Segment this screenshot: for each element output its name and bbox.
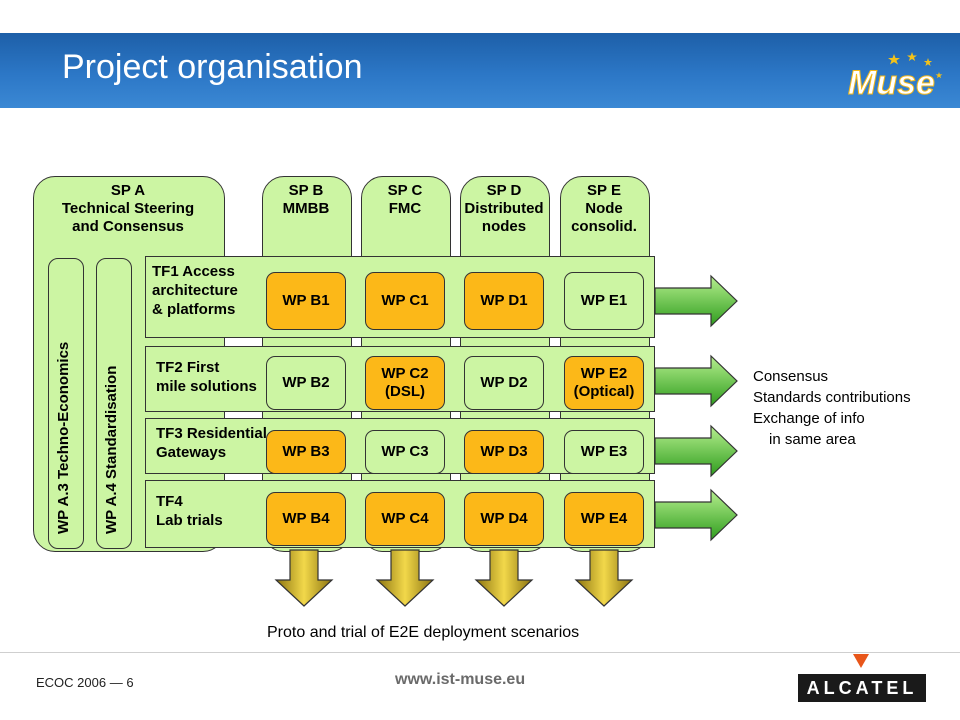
tf2-label: TF2 First mile solutions	[156, 358, 257, 396]
wp-a3-pill	[48, 258, 84, 549]
wp-d1-box: WP D1	[464, 272, 544, 330]
page-title: Project organisation	[62, 48, 363, 86]
wp-b3-box: WP B3	[266, 430, 346, 474]
header-bar	[0, 33, 960, 108]
alcatel-triangle-icon	[853, 654, 869, 668]
wp-a3-label: WP A.3 Techno-Economics	[55, 341, 72, 534]
wp-c2-line2: (DSL)	[385, 383, 425, 400]
wp-d3-box: WP D3	[464, 430, 544, 474]
wp-e2-line1: WP E2	[580, 365, 628, 382]
sp-a-label: SP A Technical Steering and Consensus	[33, 182, 223, 236]
sp-a-line1: SP A	[110, 182, 146, 199]
tf4-line1: TF4	[156, 493, 183, 510]
right-arrow-1-icon	[654, 274, 738, 328]
down-arrow-3-icon	[474, 549, 534, 607]
side-note-line1: Consensus	[753, 368, 829, 385]
sp-c-line1: SP C	[387, 182, 423, 199]
tf1-label: TF1 Access architecture & platforms	[152, 262, 238, 319]
sp-c-line2: FMC	[388, 200, 422, 217]
bottom-caption: Proto and trial of E2E deployment scenar…	[267, 624, 580, 641]
wp-b4-box: WP B4	[266, 492, 346, 546]
sp-e-line2: Node	[585, 200, 623, 217]
wp-a4-label: WP A.4 Standardisation	[103, 365, 120, 534]
muse-logo: Muse	[848, 52, 943, 103]
footer-slide-number: ECOC 2006 — 6	[36, 675, 134, 690]
sp-b-line2: MMBB	[282, 200, 330, 217]
tf4-line2: Lab trials	[156, 512, 223, 529]
wp-c4-box: WP C4	[365, 492, 445, 546]
side-note-line3: Exchange of info	[753, 410, 865, 427]
wp-e4-box: WP E4	[564, 492, 644, 546]
wp-e2-box: WP E2 (Optical)	[564, 356, 644, 410]
tf1-line3: & platforms	[152, 301, 236, 318]
tf3-line1: TF3 Residential	[156, 425, 267, 442]
right-arrow-2-icon	[654, 354, 738, 408]
sp-e-line1: SP E	[587, 182, 621, 199]
sp-a-line3: and Consensus	[72, 218, 184, 235]
sp-d-line3: nodes	[481, 218, 527, 235]
side-note: Consensus Standards contributions Exchan…	[753, 366, 911, 450]
wp-b1-box: WP B1	[266, 272, 346, 330]
wp-b2-box: WP B2	[266, 356, 346, 410]
down-arrow-4-icon	[574, 549, 634, 607]
sp-a-line2: Technical Steering	[61, 200, 195, 217]
footer-divider	[0, 652, 960, 653]
tf3-line2: Gateways	[156, 444, 227, 461]
sp-e-label: SP E Node consolid.	[560, 182, 648, 236]
wp-c2-line1: WP C2	[381, 365, 429, 382]
wp-e1-box: WP E1	[564, 272, 644, 330]
down-arrow-1-icon	[274, 549, 334, 607]
tf1-line2: architecture	[152, 282, 238, 299]
wp-e2-line2: (Optical)	[573, 383, 635, 400]
tf3-label: TF3 Residential Gateways	[156, 424, 267, 462]
alcatel-logo: ALCATEL	[798, 674, 926, 702]
side-note-line4: in same area	[769, 431, 856, 448]
sp-b-line1: SP B	[288, 182, 324, 199]
side-note-line2: Standards contributions	[753, 389, 911, 406]
sp-b-label: SP B MMBB	[262, 182, 350, 218]
right-arrow-3-icon	[654, 424, 738, 478]
tf4-label: TF4 Lab trials	[156, 492, 223, 530]
footer-url: www.ist-muse.eu	[395, 671, 526, 688]
tf1-line1: TF1 Access	[152, 263, 235, 280]
sp-d-line2: Distributed	[464, 200, 544, 217]
wp-c3-box: WP C3	[365, 430, 445, 474]
tf2-line1: TF2 First	[156, 359, 220, 376]
wp-d2-box: WP D2	[464, 356, 544, 410]
wp-c1-box: WP C1	[365, 272, 445, 330]
tf2-line2: mile solutions	[156, 378, 257, 395]
wp-d4-box: WP D4	[464, 492, 544, 546]
sp-d-label: SP D Distributed nodes	[460, 182, 548, 236]
sp-c-label: SP C FMC	[361, 182, 449, 218]
svg-text:Muse: Muse	[848, 64, 935, 102]
wp-c2-box: WP C2 (DSL)	[365, 356, 445, 410]
wp-a4-pill	[96, 258, 132, 549]
wp-e3-box: WP E3	[564, 430, 644, 474]
sp-d-line1: SP D	[486, 182, 522, 199]
down-arrow-2-icon	[375, 549, 435, 607]
sp-e-line3: consolid.	[571, 218, 637, 235]
right-arrow-4-icon	[654, 488, 738, 542]
